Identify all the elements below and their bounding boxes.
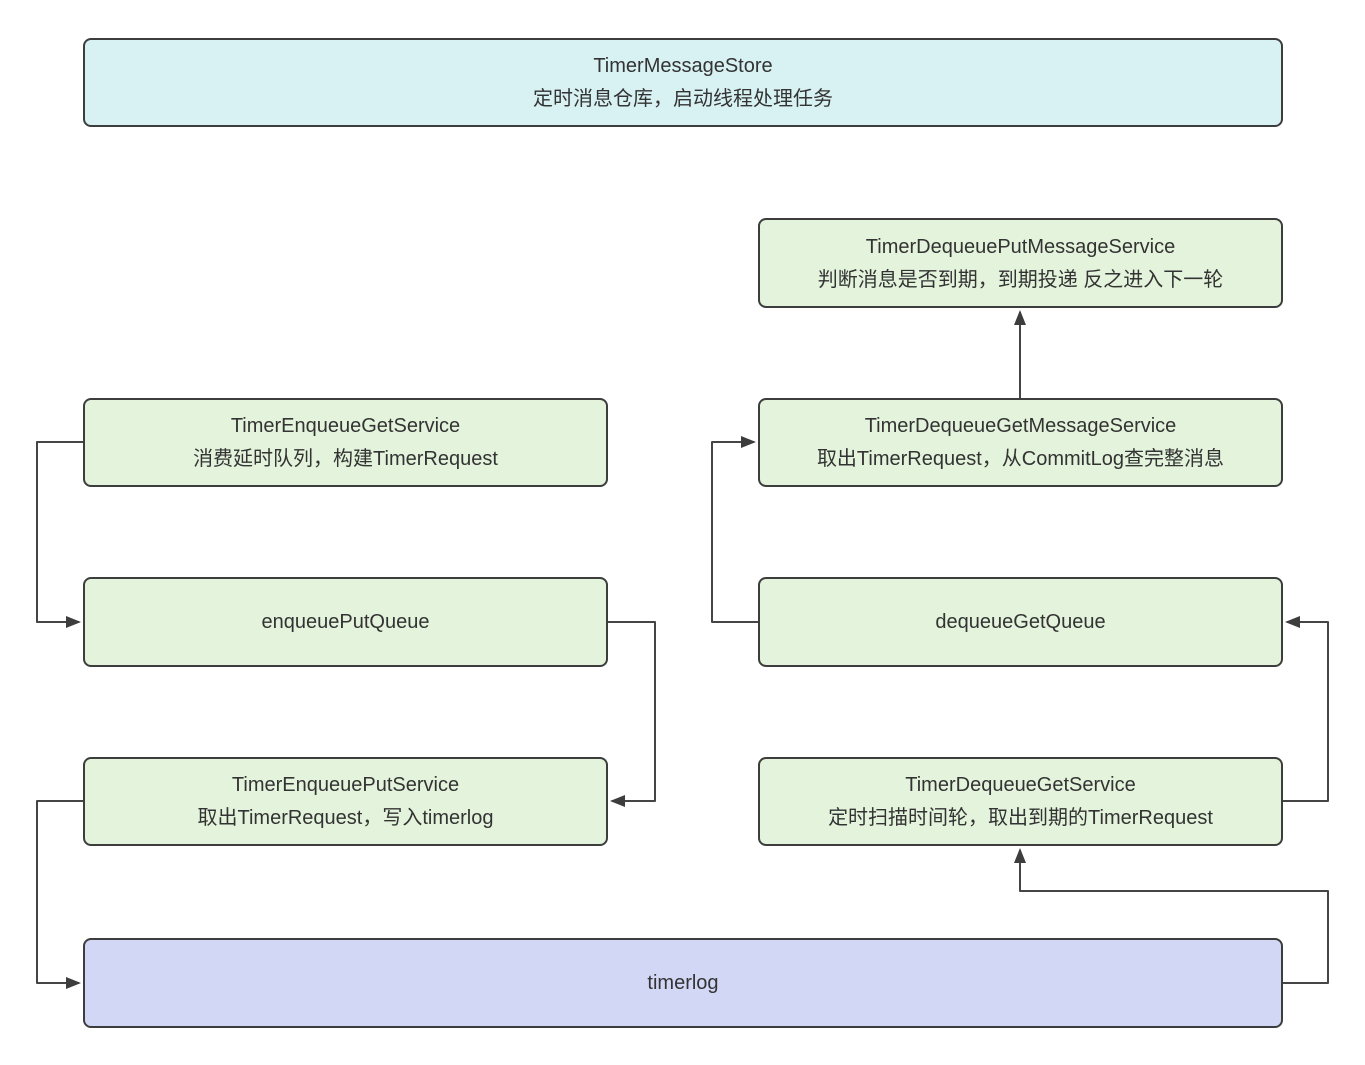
node-subtitle: 取出TimerRequest，从CommitLog查完整消息 [816, 448, 1225, 470]
node-title: dequeueGetQueue [935, 611, 1106, 633]
connector-timerlog-to-dequeueget-arrow [1014, 848, 1329, 984]
connector-dequeueget-to-dequeuegetqueue-arrow [1283, 616, 1329, 802]
node-timer-enqueue-put-service: TimerEnqueuePutService 取出TimerRequest，写入… [83, 757, 608, 846]
node-subtitle: 消费延时队列，构建TimerRequest [193, 448, 498, 470]
connector-enqueueput-to-timerlog-arrow [36, 800, 83, 989]
node-timer-dequeue-get-message-service: TimerDequeueGetMessageService 取出TimerReq… [758, 398, 1283, 487]
node-title: enqueuePutQueue [261, 611, 430, 633]
node-timerlog: timerlog [83, 938, 1283, 1028]
node-title: TimerEnqueueGetService [230, 415, 461, 437]
node-title: timerlog [647, 972, 719, 994]
node-subtitle: 取出TimerRequest，写入timerlog [197, 807, 494, 829]
node-dequeue-get-queue: dequeueGetQueue [758, 577, 1283, 667]
connector-enqueueget-to-enqueueputqueue-arrow [36, 441, 83, 628]
node-enqueue-put-queue: enqueuePutQueue [83, 577, 608, 667]
node-timer-message-store: TimerMessageStore 定时消息仓库，启动线程处理任务 [83, 38, 1283, 127]
connector-dequeuegetqueue-to-dequeuegetmsg-arrow [711, 436, 758, 623]
node-timer-dequeue-get-service: TimerDequeueGetService 定时扫描时间轮，取出到期的Time… [758, 757, 1283, 846]
node-timer-enqueue-get-service: TimerEnqueueGetService 消费延时队列，构建TimerReq… [83, 398, 608, 487]
node-title: TimerEnqueuePutService [231, 774, 460, 796]
node-subtitle: 判断消息是否到期，到期投递 反之进入下一轮 [817, 268, 1224, 291]
node-title: TimerDequeueGetMessageService [864, 415, 1177, 437]
node-timer-dequeue-put-message-service: TimerDequeuePutMessageService 判断消息是否到期，到… [758, 218, 1283, 308]
node-title: TimerMessageStore [593, 55, 773, 77]
node-subtitle: 定时消息仓库，启动线程处理任务 [533, 88, 833, 110]
node-title: TimerDequeuePutMessageService [865, 235, 1176, 258]
connector-enqueueputqueue-to-enqueueput-arrow [608, 621, 656, 807]
node-subtitle: 定时扫描时间轮，取出到期的TimerRequest [828, 807, 1213, 829]
node-title: TimerDequeueGetService [905, 774, 1136, 796]
